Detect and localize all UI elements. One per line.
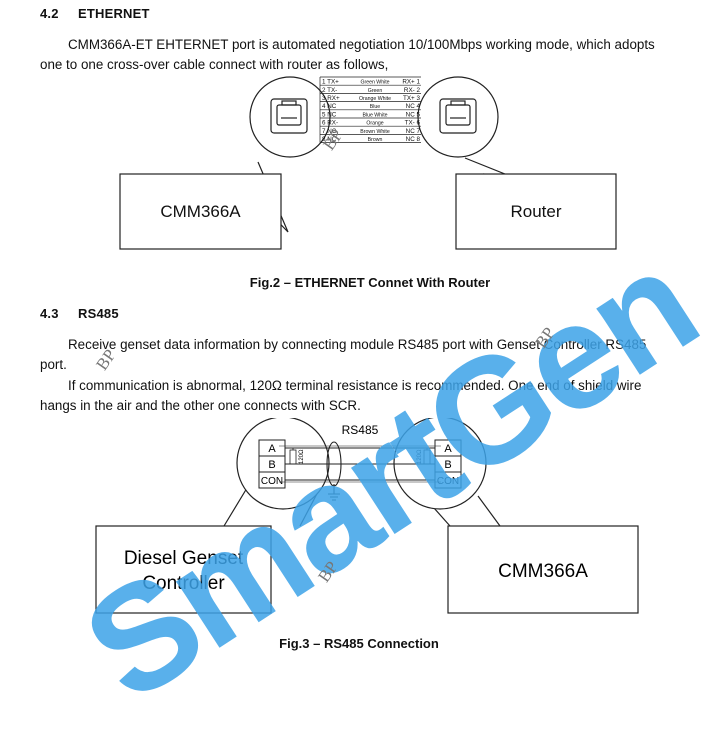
terminal-b-label: B [444,459,451,471]
paragraph-line: CMM366A-ET EHTERNET port is automated ne… [68,37,655,52]
rs485-diagram: A B CON 120Ω A B CON 120Ω RS485 [95,418,639,614]
genset-label-line2: Controller [142,573,225,594]
section-heading-4-2: 4.2 ETHERNET [40,6,150,21]
pin-color: Green White [360,80,389,86]
paragraph-line: Receive genset data information by conne… [68,337,647,352]
pin-row: 5 NC Blue White NC 5 [320,111,421,118]
section-heading-4-3: 4.3 RS485 [40,306,119,321]
pin-left: 1 TX+ [322,79,339,86]
terminal-a-label: A [444,443,452,455]
pin-right: RX- 2 [404,87,421,94]
terminal-con-label: CON [261,476,283,487]
resistor-value: 120Ω [417,449,423,464]
terminal-b-label: B [268,459,275,471]
paragraph-line: If communication is abnormal, 120Ω termi… [68,378,642,393]
cmm366a-label: CMM366A [498,561,588,582]
pin-row: 1 TX+ Green White RX+ 1 [320,79,421,86]
pin-right: NC 8 [406,136,421,143]
resistor-value: 120Ω [299,449,305,464]
pin-left: 2 TX- [322,87,337,94]
cmm366a-box-rs485: CMM366A [447,525,639,614]
pin-row: 8 NC Brown NC 8 [320,136,421,143]
genset-controller-box: Diesel Genset Controller [95,525,272,614]
terminal-con-label: CON [437,476,459,487]
resistor-icon [289,449,297,465]
section-title: RS485 [78,306,119,321]
rj45-callout-right [417,76,511,177]
pin-row: 3 RX+ Orange White TX+ 3 [320,95,421,102]
section-title: ETHERNET [78,6,150,21]
pin-color: Brown White [360,129,390,135]
pin-color: Blue White [362,112,387,118]
pin-left: 3 RX+ [322,95,340,102]
resistor-icon [423,449,431,465]
pin-right: TX+ 3 [403,95,420,102]
terminal-callout-left: A B CON 120Ω [236,418,330,510]
pin-row: 7 NC Brown White NC 7 [320,128,421,135]
pin-color: Brown [368,137,383,143]
ground-icon [328,493,340,501]
section-number: 4.2 [40,6,59,21]
pin-row: 4 NC Blue NC 4 [320,103,421,110]
router-box: Router [455,173,617,250]
pin-right: NC 5 [406,111,421,118]
pin-color: Orange White [359,96,391,102]
terminal-a-label: A [268,443,276,455]
router-label: Router [510,202,561,221]
pin-color: Blue [370,104,380,110]
rj45-callout-left [231,76,331,233]
paragraph-line: one to one cross-over cable connect with… [40,57,389,72]
pin-right: NC 4 [406,103,421,110]
rs485-bus-label: RS485 [342,423,379,437]
termination-note: If communication is abnormal, 120Ω termi… [40,376,680,416]
pin-right: RX+ 1 [402,79,420,86]
pin-left: 8 NC [322,136,337,143]
pin-left: 6 RX- [322,120,338,127]
pin-row: 6 RX- Orange TX- 6 [320,120,421,127]
pin-right: TX- 6 [405,120,421,127]
pin-left: 4 NC [322,103,337,110]
pin-color: Green [368,88,383,94]
pin-left: 5 NC [322,111,337,118]
section-number: 4.3 [40,306,59,321]
cmm366a-label: CMM366A [160,202,241,221]
pin-row: 2 TX- Green RX- 2 [320,87,421,94]
terminal-callout-right: A B CON 120Ω [393,418,487,510]
fig2-caption: Fig.2 – ETHERNET Connet With Router [249,275,491,290]
paragraph-line: hangs in the air and the other one conne… [40,398,361,413]
paragraph-line: port. [40,357,67,372]
rs485-description: Receive genset data information by conne… [40,335,680,375]
pin-right: NC 7 [406,128,421,135]
ethernet-description: CMM366A-ET EHTERNET port is automated ne… [40,35,680,75]
rs485-bus [279,441,441,494]
genset-label-line1: Diesel Genset [124,548,244,569]
fig3-caption: Fig.3 – RS485 Connection [279,636,439,651]
pin-left: 7 NC [322,128,337,135]
pin-color: Orange [366,121,383,127]
cmm366a-box: CMM366A [119,173,282,250]
